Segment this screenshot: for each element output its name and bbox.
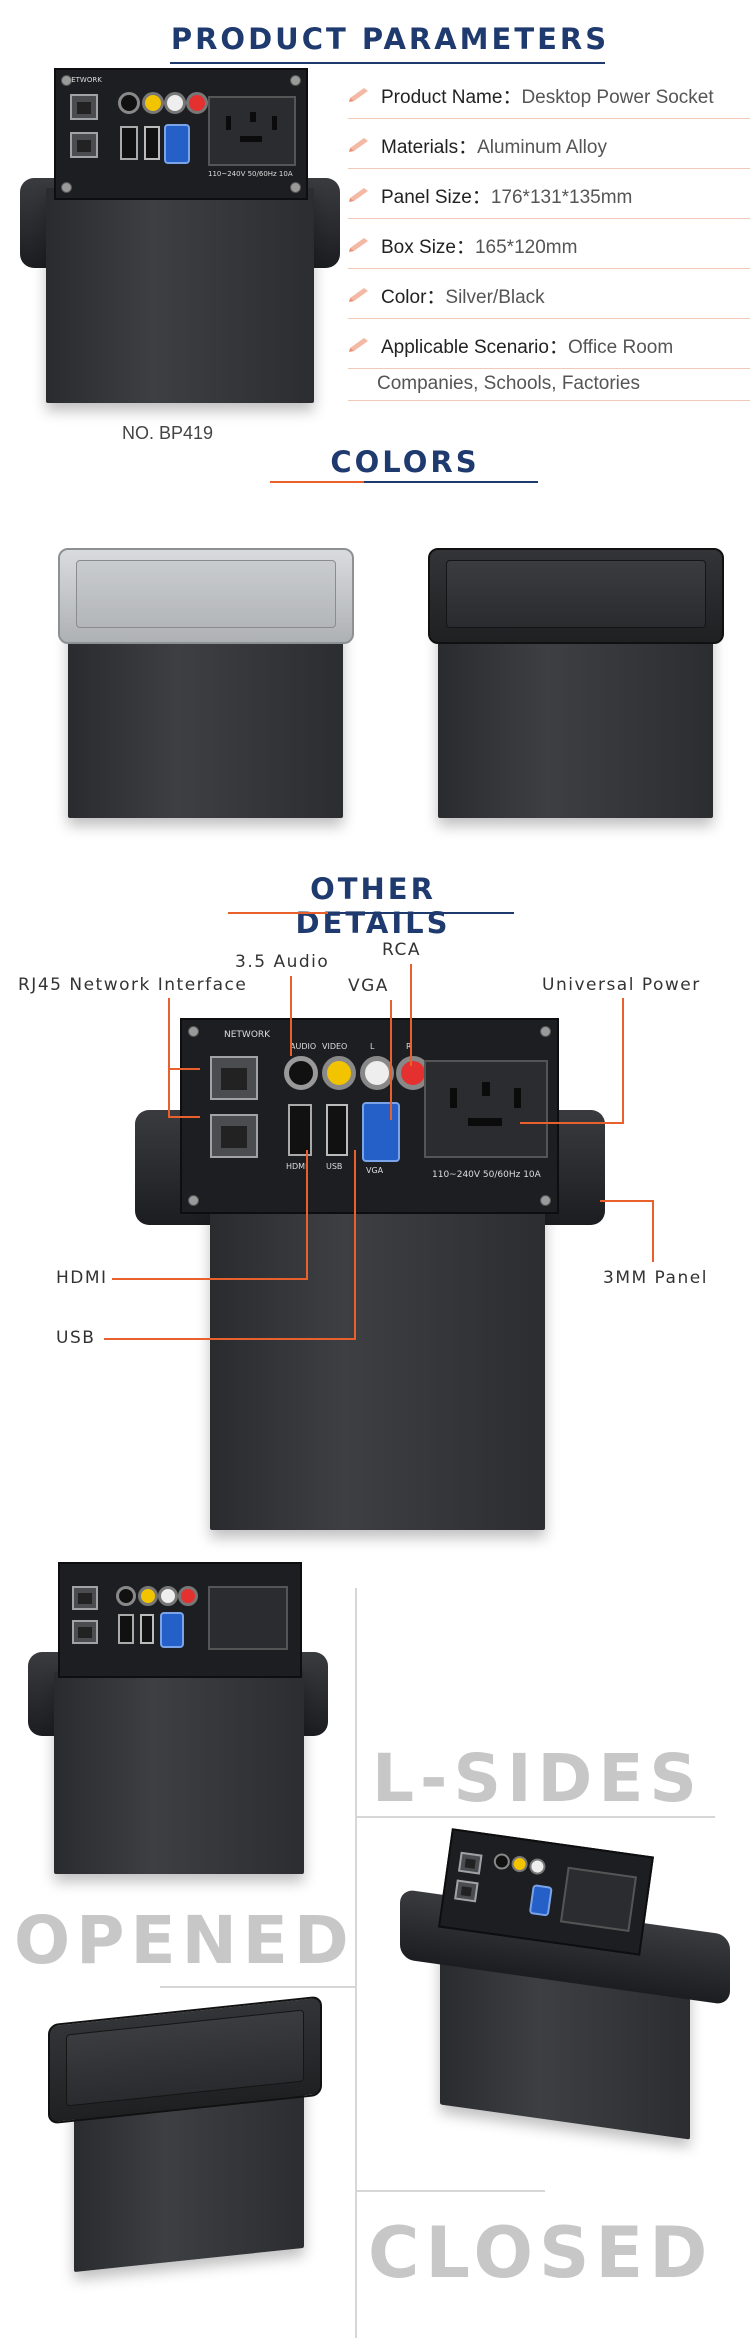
param-row: Materials：Aluminum Alloy	[348, 132, 750, 169]
callout-rca: RCA	[382, 940, 421, 960]
param-label: Color：	[381, 287, 446, 308]
param-label: Box Size：	[381, 237, 475, 258]
section-title-product-parameters: PRODUCT PARAMETERS	[170, 22, 610, 56]
pencil-icon	[349, 338, 368, 352]
param-row: Applicable Scenario：Office Room	[348, 332, 750, 369]
pencil-icon	[349, 238, 368, 252]
title-underline	[270, 481, 538, 483]
callout-usb: USB	[56, 1328, 96, 1348]
product-image-main: NETWORK 110~240V 50/60Hz 10A	[20, 68, 340, 403]
pencil-icon	[349, 288, 368, 302]
callout-audio: 3.5 Audio	[235, 952, 330, 972]
param-label: Materials：	[381, 137, 478, 158]
panel-video-text: VIDEO	[322, 1042, 348, 1051]
callout-vga: VGA	[348, 976, 389, 996]
panel-hdmi-text: HDMI	[286, 1162, 308, 1171]
product-closed	[48, 1995, 328, 2273]
label-closed: CLOSED	[368, 2212, 714, 2294]
label-l-sides: L-SIDES	[372, 1740, 703, 1817]
panel-audio-text: AUDIO	[290, 1042, 317, 1051]
panel-r-text: R	[406, 1042, 412, 1051]
param-row: Box Size：165*120mm	[348, 232, 750, 269]
panel-vga-text: VGA	[366, 1166, 384, 1175]
pencil-icon	[349, 188, 368, 202]
param-row: Color：Silver/Black	[348, 282, 750, 319]
param-row: Panel Size：176*131*135mm	[348, 182, 750, 219]
panel-usb-text: USB	[326, 1162, 343, 1171]
panel-network-text: NETWORK	[224, 1030, 271, 1040]
param-value: Aluminum Alloy	[477, 137, 607, 158]
panel-network-text: NETWORK	[66, 76, 102, 84]
section-title-colors: COLORS	[330, 445, 480, 479]
callout-panel: 3MM Panel	[603, 1268, 708, 1288]
title-underline	[170, 62, 605, 64]
pencil-icon	[349, 138, 368, 152]
title-underline	[228, 912, 514, 914]
callout-power: Universal Power	[542, 975, 701, 995]
product-black	[428, 548, 728, 818]
param-label: Applicable Scenario：	[381, 337, 568, 358]
callout-rj45: RJ45 Network Interface	[18, 975, 248, 995]
param-value: Desktop Power Socket	[521, 87, 714, 108]
param-continuation: Companies, Schools, Factories	[377, 373, 640, 394]
product-opened	[28, 1562, 328, 1874]
label-opened: OPENED	[14, 1902, 355, 1979]
callout-hdmi: HDMI	[56, 1268, 108, 1288]
param-value: 165*120mm	[474, 237, 578, 258]
param-label: Product Name：	[381, 87, 522, 108]
param-value: Office Room	[567, 337, 674, 358]
product-detail-image: NETWORK AUDIO VIDEO L R HDMI USB VGA 110…	[135, 1018, 605, 1530]
param-row: Product Name：Desktop Power Socket	[348, 82, 750, 119]
param-label: Panel Size：	[381, 187, 491, 208]
product-tilted	[400, 1828, 730, 2140]
product-silver	[58, 548, 358, 818]
model-number: NO. BP419	[122, 423, 214, 443]
section-title-other-details: OTHER DETAILS	[295, 872, 451, 940]
param-value: 176*131*135mm	[490, 187, 633, 208]
param-value: Silver/Black	[445, 287, 545, 308]
pencil-icon	[349, 88, 368, 102]
panel-l-text: L	[370, 1042, 375, 1051]
panel-rating-text: 110~240V 50/60Hz 10A	[208, 170, 293, 178]
panel-rating-text: 110~240V 50/60Hz 10A	[432, 1170, 541, 1180]
